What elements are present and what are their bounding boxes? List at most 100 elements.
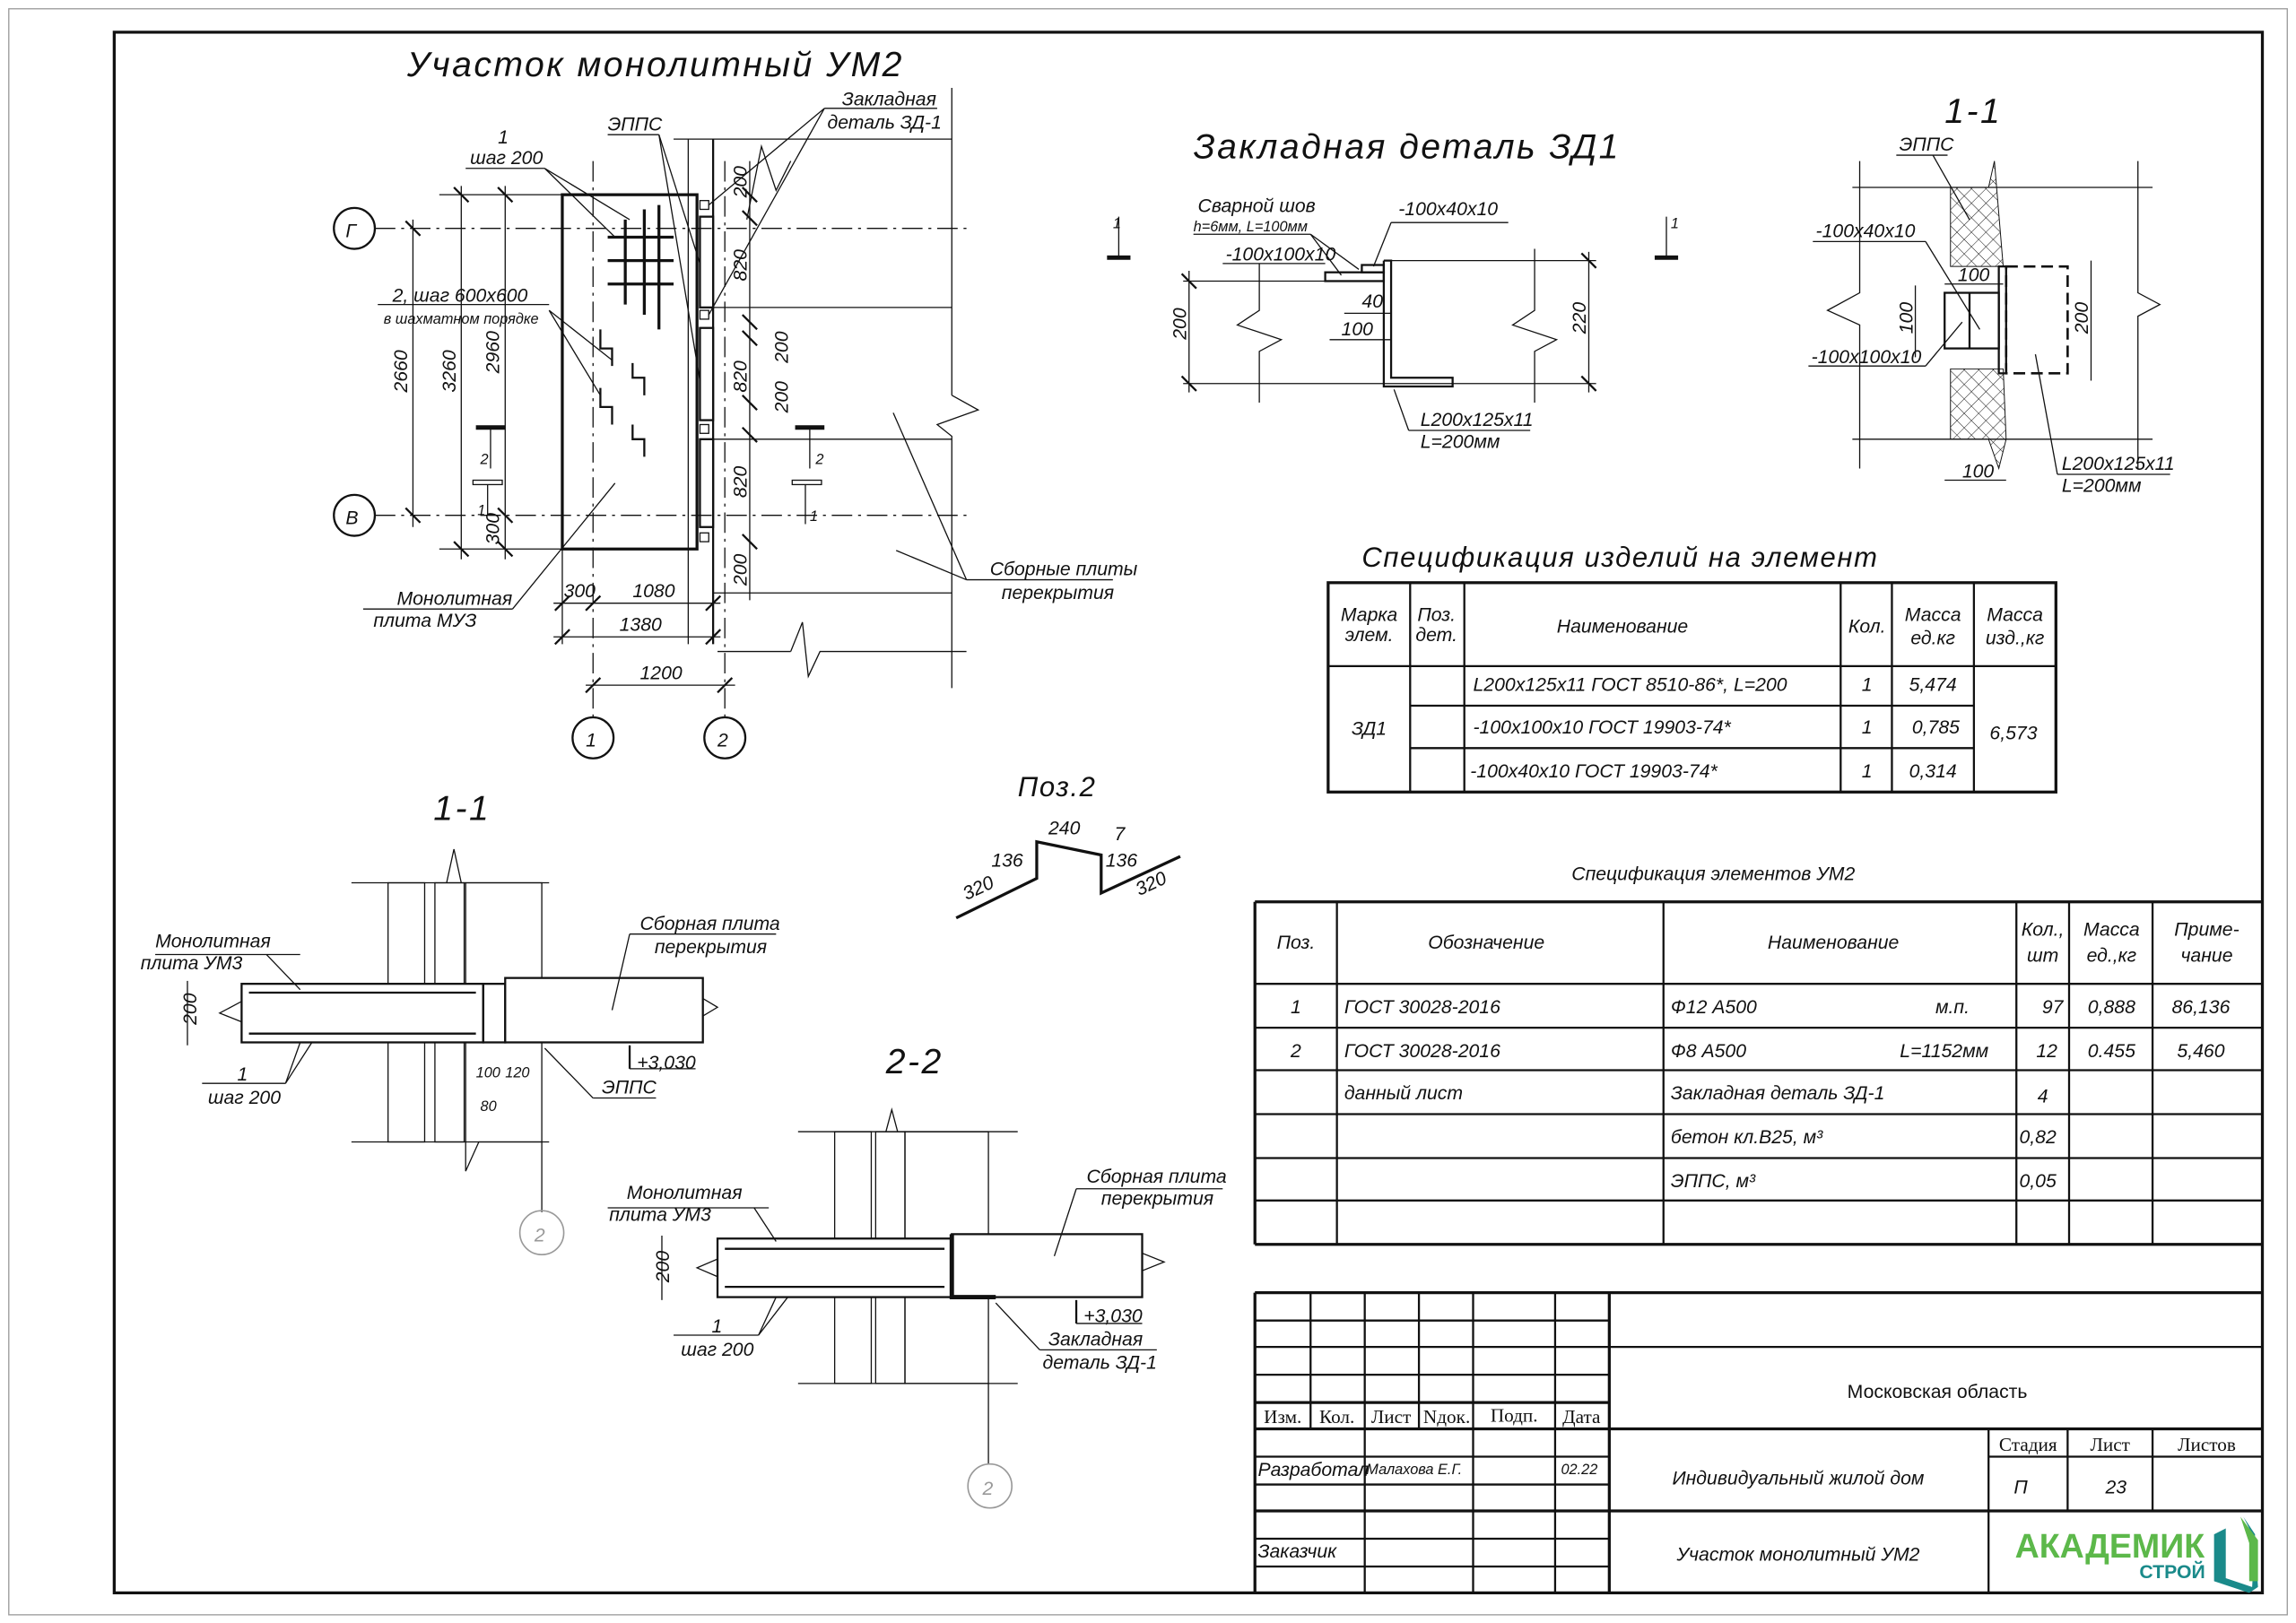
tb-developed-label: Разработал <box>1257 1460 1369 1480</box>
spec-items-header-mass-2: ед.кг <box>1910 628 1955 648</box>
logo-text-line1: АКАДЕМИК <box>2015 1527 2205 1565</box>
monolithic-slab-outline <box>561 193 699 551</box>
cell-name: Ф8 А500 <box>1671 1041 1746 1062</box>
zd1-dim-200: 200 <box>1170 308 1190 341</box>
cell-designation: данный лист <box>1344 1083 1463 1104</box>
tb-sheets-label: Листов <box>2178 1434 2236 1455</box>
spec-items-header-qty: Кол. <box>1848 616 1886 637</box>
rebar-mesh-symbol <box>607 204 674 330</box>
cell-pos: 2 <box>1290 1041 1301 1062</box>
s22-precast-label-1: Сборная плита <box>1086 1167 1226 1187</box>
cell-qty: 12 <box>2036 1041 2057 1062</box>
spec-items-table: Спецификация изделий на элемент Марка эл… <box>1326 542 2057 794</box>
title-block: Изм. Кол. Лист Nдок. Подп. Дата Разработ… <box>1253 1291 2263 1593</box>
axis-label-g: Г <box>345 221 357 241</box>
cell-qty: 0,05 <box>2019 1171 2056 1192</box>
spec-items-row-name: L200x125x11 ГОСТ 8510-86*, L=200 <box>1473 675 1787 696</box>
zd1-plate-small-label: -100x40x10 <box>1398 199 1498 220</box>
detail-epps-label: ЭППС <box>1900 135 1954 155</box>
tb-sheet-value: 23 <box>2104 1477 2126 1497</box>
dim-right-820-b: 820 <box>731 360 752 393</box>
detail-plate-big-label: -100x100x10 <box>1812 347 1922 368</box>
cut-mark-2-right: 2 <box>814 452 823 468</box>
spec-items-header-mass: Масса <box>1905 604 1961 625</box>
zd1-weld-label-2: h=6мм, L=100мм <box>1194 219 1308 235</box>
logo-text-line2: СТРОЙ <box>2139 1560 2205 1583</box>
plan-epps-label: ЭППС <box>608 114 663 135</box>
tb-project: Индивидуальный жилой дом <box>1672 1469 1924 1489</box>
s11-axis-label: 2 <box>534 1226 545 1246</box>
s11-epps-label: ЭППС <box>602 1078 657 1098</box>
plan-precast-label-1: Сборные плиты <box>990 560 1138 580</box>
tb-developer-name: Малахова Е.Г. <box>1366 1462 1462 1478</box>
zd1-weld-label-1: Сварной шов <box>1198 196 1316 217</box>
spec-items-total-mass: 6,573 <box>1989 724 2037 744</box>
spec-elements-table: Спецификация элементов УМ2 Поз. Обозначе… <box>1253 864 2263 1246</box>
axis-marker-v <box>333 493 377 537</box>
spec-elements-header-qty: Кол., <box>2022 919 2065 940</box>
detail-section-1-1: 1-1 100 100 200 100 ЭППС -100x40x10 -100… <box>1808 92 2175 497</box>
tb-header-list: Лист <box>1371 1406 1411 1428</box>
plan-precast-label-2: перекрытия <box>1002 583 1114 603</box>
s11-dim-200: 200 <box>180 993 201 1026</box>
detail-dim-200: 200 <box>2072 302 2092 335</box>
zd1-dim-220: 220 <box>1570 302 1590 335</box>
dim-right-200-a: 200 <box>731 166 752 199</box>
zd1-plate-big-label: -100x100x10 <box>1226 245 1336 265</box>
s22-embed-label-2: деталь ЗД-1 <box>1042 1353 1156 1374</box>
cell-name: Ф12 А500 <box>1671 997 1757 1018</box>
spec-elements-header-name: Наименование <box>1768 933 1900 953</box>
spec-elements-header-mass: Масса <box>2083 919 2140 940</box>
axis-label-v: В <box>345 508 358 529</box>
detail-dim-100-bottom: 100 <box>1962 461 1995 482</box>
s11-precast-label-2: перекрытия <box>655 937 767 958</box>
s11-precast-label-1: Сборная плита <box>639 914 779 934</box>
s22-mono-label-2: плита УМ3 <box>609 1205 711 1226</box>
tb-stage-label: Стадия <box>1999 1434 2057 1455</box>
axis-marker-1 <box>571 716 615 759</box>
s22-embed-label-1: Закладная <box>1048 1329 1143 1350</box>
tb-customer-label: Заказчик <box>1257 1541 1337 1562</box>
spec-elements-header-designation: Обозначение <box>1428 933 1544 953</box>
cell-qty: 4 <box>2038 1086 2048 1107</box>
spec-elements-header-note-2: чание <box>2180 946 2232 967</box>
akademik-stroy-logo: АКАДЕМИК СТРОЙ <box>2015 1516 2258 1593</box>
dim-300-bottom: 300 <box>564 581 596 602</box>
tb-header-ndok: Nдок. <box>1423 1406 1470 1428</box>
spec-items-header-mark: Марка <box>1341 604 1398 625</box>
rebar1-pos-label: 1 <box>498 127 509 148</box>
table-row: ЭППС, м³ 0,05 <box>1671 1171 2057 1192</box>
cut-mark-1-left: 1 <box>477 503 485 519</box>
tb-sheet-title: Участок монолитный УМ2 <box>1675 1544 1919 1565</box>
poz2-dim-7: 7 <box>1114 824 1126 845</box>
spec-items-header-mark-2: элем. <box>1345 625 1394 646</box>
z-bar-symbols <box>599 329 646 457</box>
s22-rebar-step: шаг 200 <box>681 1340 753 1360</box>
logo-house-icon <box>2213 1516 2258 1593</box>
tb-region: Московская область <box>1848 1382 2028 1402</box>
section-2-2: 2-2 200 Монолитная плита УМ3 Сборная пли… <box>607 1043 1227 1509</box>
plan-embed-label-2: деталь ЗД-1 <box>827 113 941 134</box>
s22-rebar-pos: 1 <box>711 1316 722 1337</box>
spec-items-row-mass: 0,785 <box>1912 717 1960 738</box>
spec-elements-header-pos: Поз. <box>1277 933 1316 953</box>
axis-marker-g <box>333 206 377 250</box>
spec-items-row-qty: 1 <box>1862 761 1873 782</box>
poz2-bar-shape <box>955 839 1181 920</box>
spec-elements-header-qty-2: шт <box>2027 946 2058 967</box>
cell-mass: 0.455 <box>2088 1041 2135 1062</box>
table-row: 1 ГОСТ 30028-2016 Ф12 А500 м.п. 97 0,888… <box>1291 997 2231 1018</box>
plan-mono-label-2: плита МУЗ <box>373 611 476 631</box>
plate-100x40x10 <box>1361 264 1386 273</box>
dim-1080: 1080 <box>632 581 674 602</box>
cut-mark-2-left: 2 <box>480 452 489 468</box>
sheet-outer-border <box>8 8 2288 1616</box>
dim-right-200-c: 200 <box>771 381 792 414</box>
dim-300-left: 300 <box>483 513 504 545</box>
tb-date: 02.22 <box>1561 1462 1597 1478</box>
s11-level-mark: +3,030 <box>637 1053 696 1073</box>
cell-mass: 0,888 <box>2088 997 2135 1018</box>
precast-slab-section <box>504 976 704 1044</box>
axis-marker-2 <box>703 716 747 759</box>
